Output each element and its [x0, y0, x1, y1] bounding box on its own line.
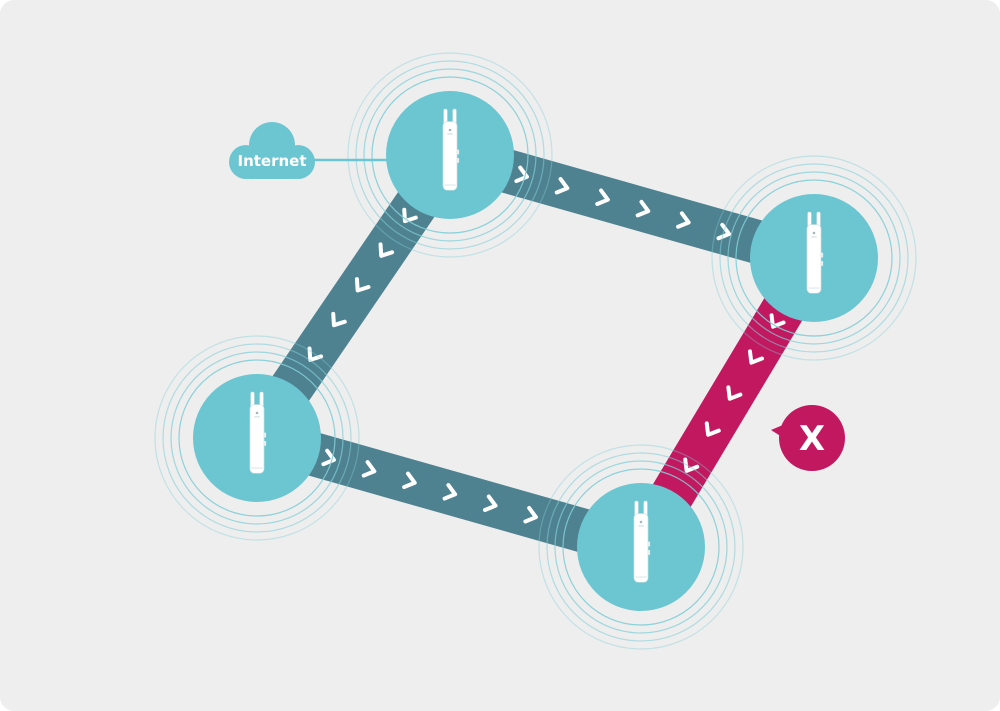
- signal-ring: [363, 68, 537, 242]
- signal-ring: [371, 76, 529, 234]
- internet-label: Internet: [237, 152, 306, 170]
- signal-ring: [554, 460, 728, 634]
- chevron-icon: [402, 471, 417, 490]
- chevron-icon: [704, 421, 721, 437]
- chevron-icon: [321, 448, 336, 467]
- chevron-icon: [514, 165, 529, 184]
- failure-label: X: [799, 419, 825, 459]
- signal-ring: [538, 444, 744, 650]
- link-band: [250, 416, 648, 569]
- signal-ring: [719, 163, 909, 353]
- chevron-icon: [402, 207, 418, 224]
- chevron-icon: [769, 313, 786, 329]
- nodes-layer: [154, 52, 917, 650]
- chevron-icon: [442, 483, 458, 501]
- chevron-icon: [635, 199, 651, 218]
- cloud-icon: [229, 122, 315, 179]
- chevron-icon: [482, 494, 498, 512]
- signal-ring: [347, 52, 553, 258]
- internet-cloud: Internet: [229, 122, 388, 179]
- chevron-icon: [361, 460, 377, 478]
- signal-ring: [727, 171, 901, 345]
- signal-ring: [170, 351, 344, 525]
- chevron-icon: [726, 385, 743, 401]
- signal-ring: [355, 60, 545, 250]
- signal-ring: [735, 179, 893, 337]
- chevron-icon: [676, 211, 691, 229]
- node-ap-top: [347, 52, 553, 258]
- signal-ring: [546, 452, 736, 642]
- chevron-icon: [378, 242, 395, 258]
- node-ap-bottom: [538, 444, 744, 650]
- failure-x-icon: [779, 405, 845, 471]
- failure-badge: X: [771, 405, 845, 471]
- signal-ring: [711, 155, 917, 361]
- chevron-icon: [683, 457, 700, 473]
- signal-ring: [162, 343, 352, 533]
- chevron-icon: [595, 188, 610, 206]
- signal-ring: [562, 468, 720, 626]
- node-ap-right: [711, 155, 917, 361]
- chevron-icon: [354, 277, 371, 293]
- chevron-icon: [331, 311, 347, 328]
- signal-ring: [154, 335, 360, 541]
- link-ap-left-ap-bottom: [250, 416, 648, 569]
- chevron-icon: [747, 349, 764, 365]
- signal-ring: [178, 359, 336, 517]
- chevron-icon: [554, 177, 570, 195]
- node-ap-left: [154, 335, 360, 541]
- chevron-icon: [523, 506, 538, 524]
